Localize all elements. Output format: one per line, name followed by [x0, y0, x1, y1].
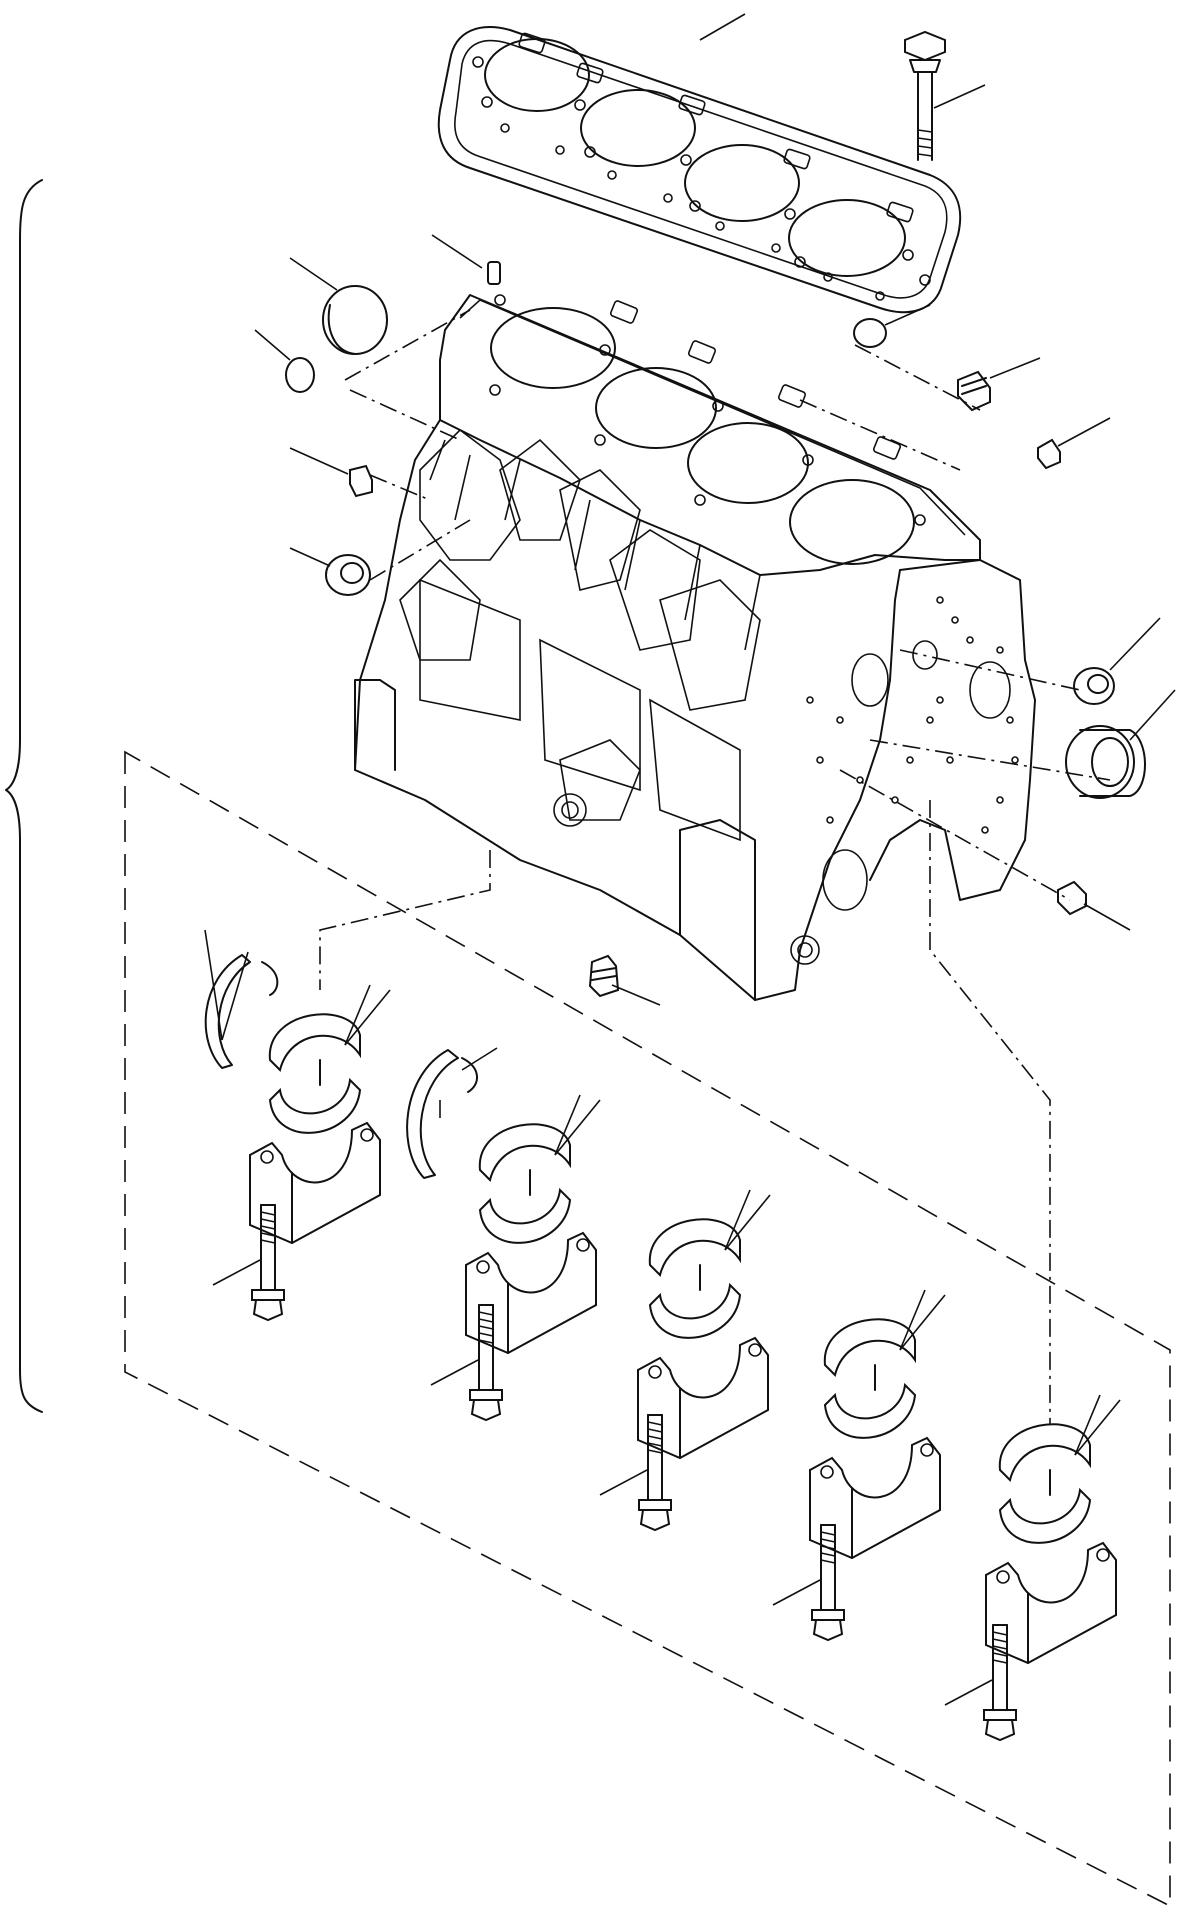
- cap-bolt-4: [772, 1524, 845, 1642]
- dowel-pin: [487, 261, 501, 285]
- bearing-shell-2: [478, 1094, 601, 1244]
- seal-ring-small: [1073, 667, 1115, 705]
- assembly-brace: [5, 179, 43, 1413]
- sensor-plug-right: [957, 370, 991, 412]
- bearing-shell-5: [998, 1394, 1121, 1544]
- seal-ring-left: [325, 554, 371, 596]
- bearing-shell-4: [823, 1289, 946, 1439]
- cap-bolt-2: [430, 1304, 503, 1422]
- small-plug-right: [1037, 438, 1061, 470]
- bearing-shell-1: [268, 984, 391, 1134]
- bearing-cap-3: [637, 1336, 769, 1460]
- head-bolt: [904, 30, 946, 161]
- drain-plug-bottom: [588, 954, 620, 998]
- head-gasket: [437, 26, 962, 314]
- cap-bolt-1: [212, 1204, 285, 1322]
- freeze-plug-small: [285, 357, 315, 393]
- cap-bolt-5: [944, 1624, 1017, 1742]
- cap-bolt-3: [599, 1414, 672, 1532]
- bearing-cap-4: [809, 1436, 941, 1560]
- bearing-cap-1: [249, 1121, 381, 1245]
- bearing-shell-3: [648, 1189, 771, 1339]
- thrust-washer-1: [204, 954, 279, 1069]
- plug-right-top: [853, 318, 887, 348]
- freeze-plug-large: [322, 285, 388, 355]
- cylinder-block: [354, 294, 1036, 1001]
- bearing-cap-2: [465, 1231, 597, 1355]
- main-bearing-set: [212, 984, 1121, 1742]
- bearing-cap-5: [985, 1541, 1117, 1665]
- thrust-washer-2: [406, 1049, 478, 1179]
- drain-plug-left: [349, 464, 373, 498]
- oil-plug-right: [1057, 880, 1087, 916]
- bearing-group-boundary: [124, 750, 1171, 1906]
- center-lines: [319, 309, 1111, 1440]
- camshaft-bushing: [1065, 725, 1146, 799]
